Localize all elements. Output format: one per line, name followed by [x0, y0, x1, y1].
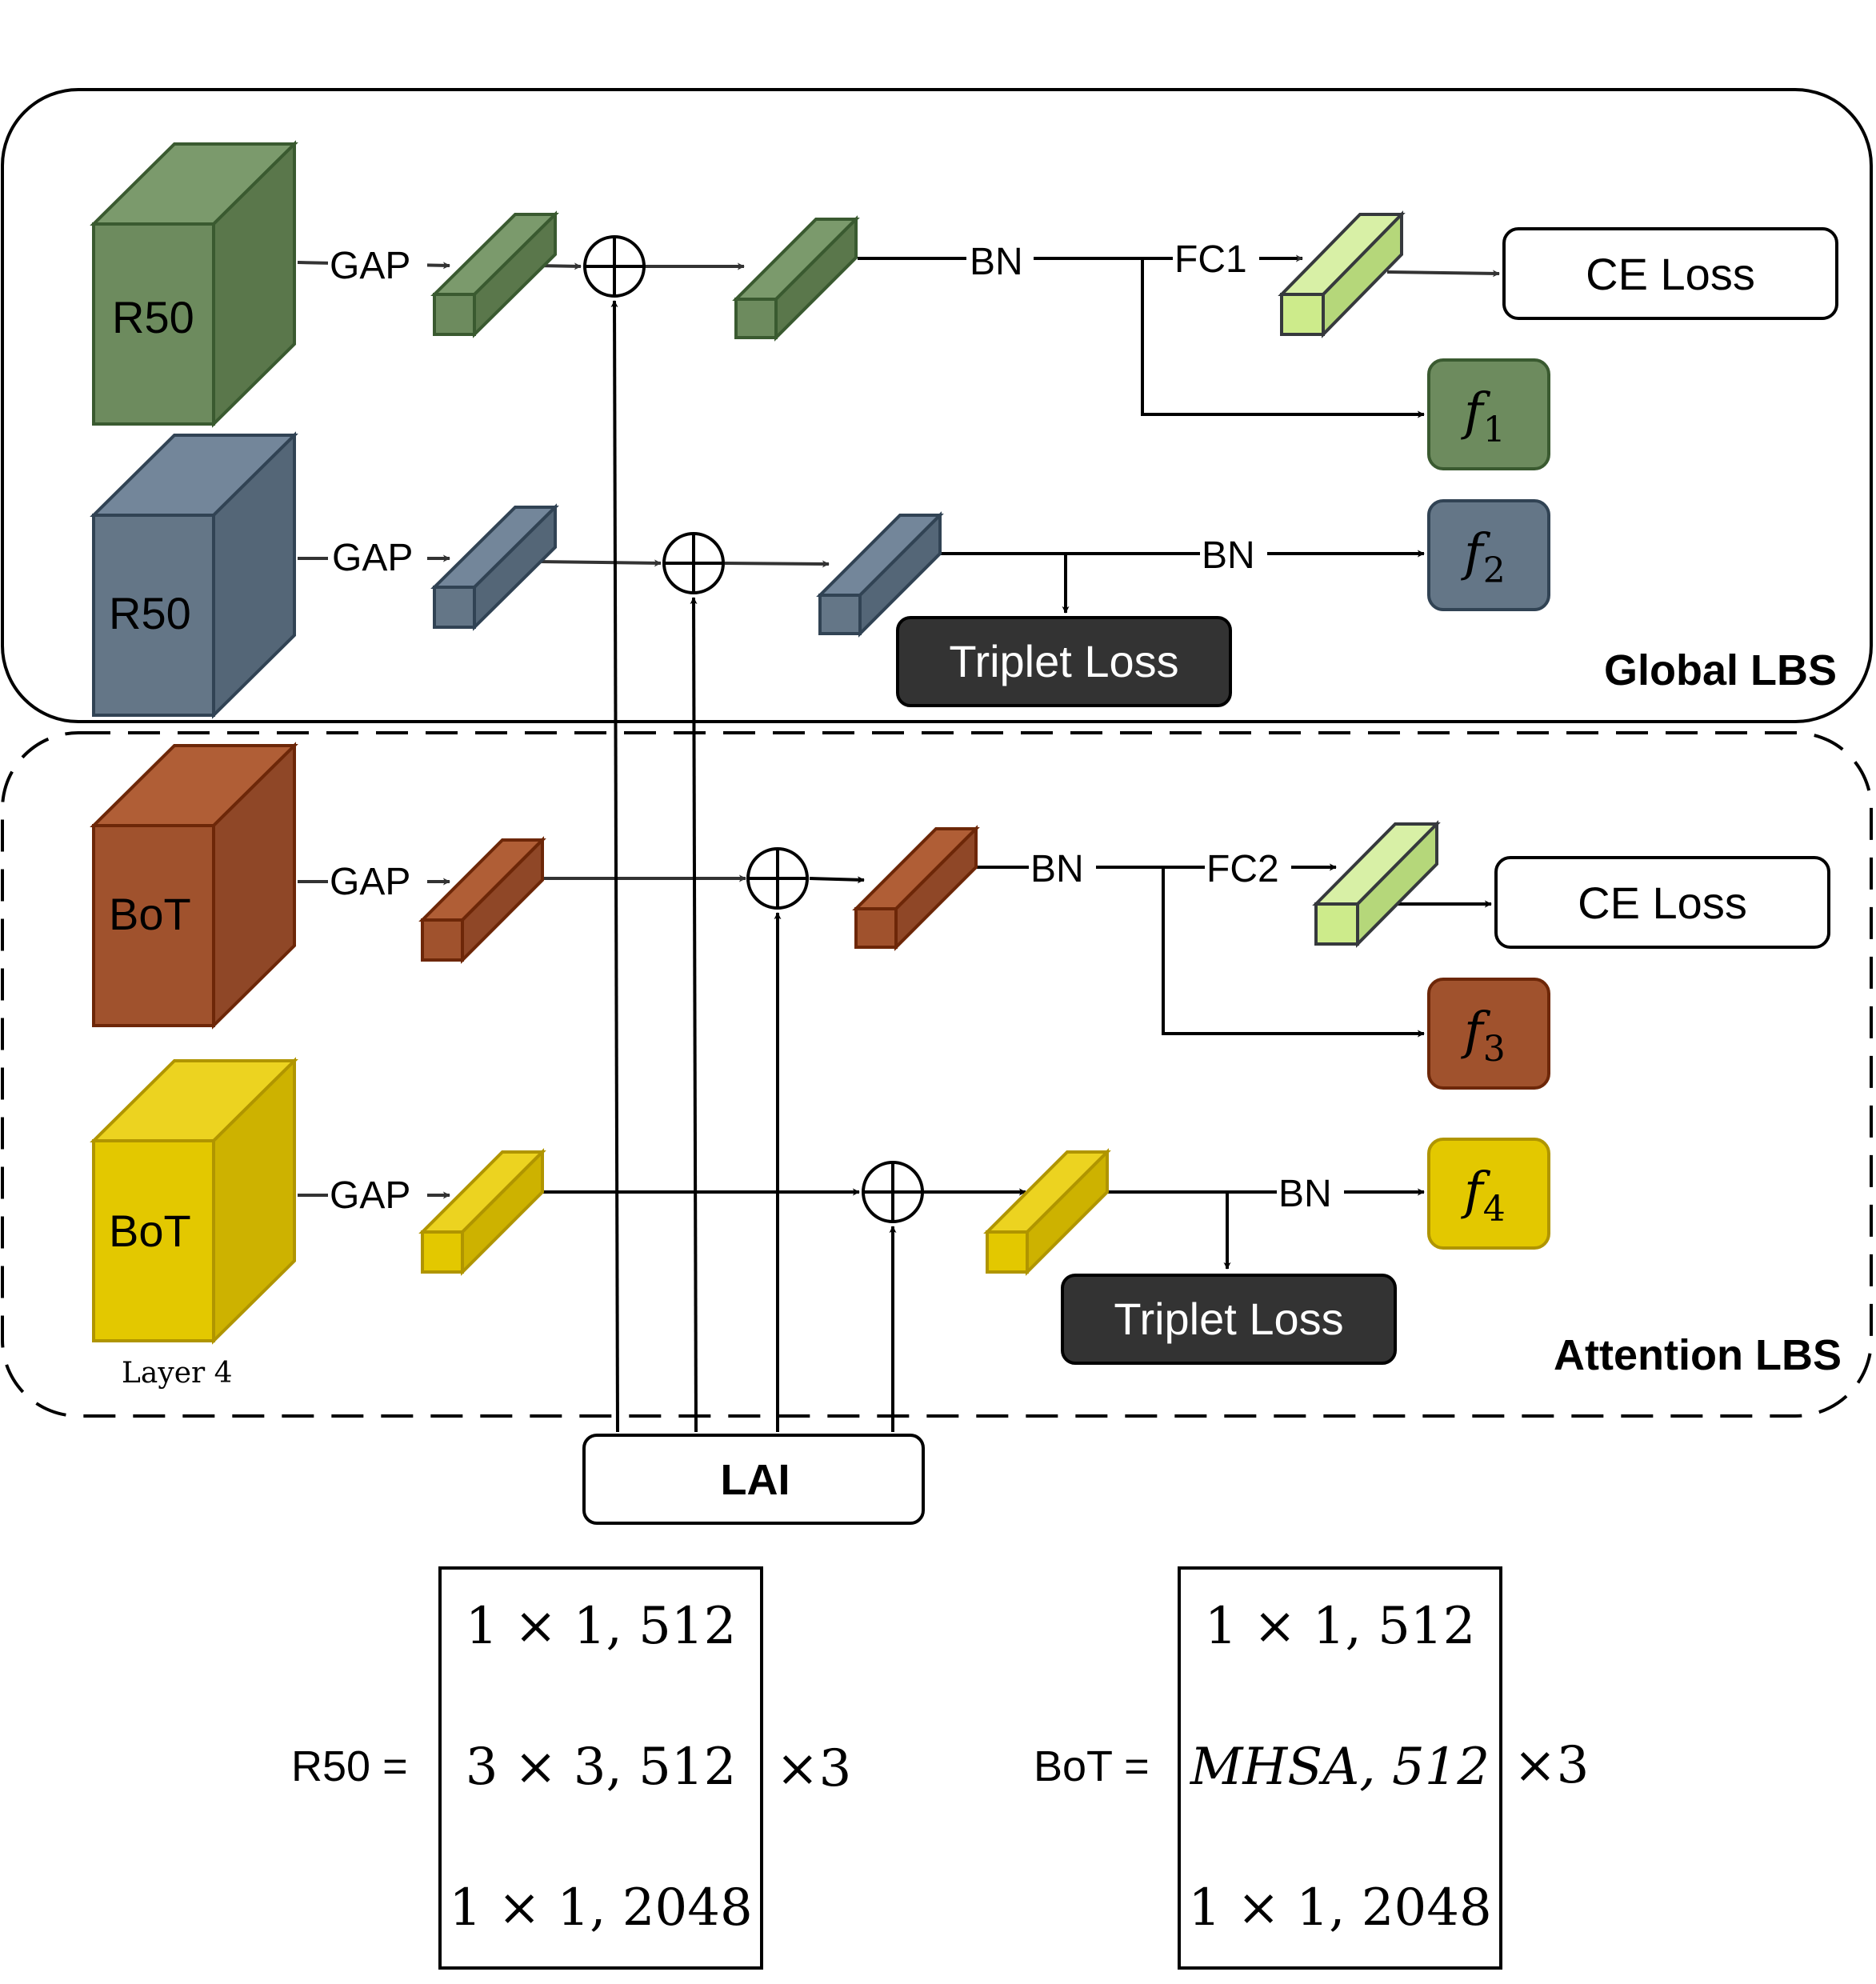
- gap-label-2: GAP: [332, 537, 413, 579]
- feature-f2: f2: [1427, 499, 1550, 611]
- r50-row-2: 3 × 3, 512: [466, 1738, 737, 1797]
- ce-loss-label-1: CE Loss: [1586, 249, 1755, 299]
- f3-subscript: 3: [1483, 1029, 1506, 1070]
- backbone-bot-rust: BoT: [90, 742, 298, 1030]
- r50-row-1: 1 × 1, 512: [466, 1597, 737, 1656]
- feature-fc1: [1278, 210, 1406, 338]
- bot-multiplier: ×3: [1514, 1736, 1589, 1795]
- triplet-loss-box-1: Triplet Loss: [896, 616, 1232, 707]
- svg-text:f1: f1: [1461, 382, 1506, 450]
- bn-label-4: BN: [1278, 1173, 1332, 1215]
- bot-row-2: MHSA, 512: [1190, 1738, 1490, 1797]
- triplet-loss-label-1: Triplet Loss: [949, 636, 1178, 686]
- edge-lai-to-sum2: [690, 597, 698, 1433]
- feature-green-1: [430, 210, 559, 338]
- f1-subscript: 1: [1483, 410, 1506, 450]
- layer-4-caption: Layer 4: [122, 1357, 233, 1390]
- fc2-label: FC2: [1206, 848, 1279, 890]
- edge-slate-feat-to-sum2: [537, 559, 662, 567]
- edge-lai-to-sum1: [610, 300, 619, 1433]
- backbone-bot-gold: BoT: [90, 1057, 298, 1345]
- backbone-r50-slate: R50: [90, 431, 298, 719]
- fc1-label: FC1: [1174, 238, 1247, 281]
- feature-rust-2: [852, 825, 980, 951]
- bn-label-3: BN: [1030, 848, 1084, 890]
- sum-node-3: [746, 847, 809, 910]
- bn-label-2: BN: [1202, 534, 1255, 577]
- edge-labels: GAP GAP GAP GAP BN BN BN BN FC1 FC2: [328, 235, 1344, 1217]
- bot-equation: BoT = 1 × 1, 512 MHSA, 512 1 × 1, 2048 ×…: [1034, 1566, 1589, 1970]
- edge-bn3-to-f3: [1162, 867, 1425, 1038]
- edge-fc1-to-ce1: [1386, 270, 1500, 278]
- feature-green-2: [732, 215, 860, 342]
- feature-f4: f4: [1427, 1138, 1550, 1250]
- triplet-loss-label-2: Triplet Loss: [1114, 1294, 1343, 1344]
- sum-node-2: [662, 532, 725, 594]
- backbone-r50-global: R50: [90, 140, 298, 428]
- bn-label-1: BN: [970, 241, 1023, 283]
- r50-multiplier: ×3: [776, 1739, 851, 1798]
- attention-lbs-label: Attention LBS: [1554, 1331, 1842, 1379]
- gap-label-4: GAP: [330, 1174, 410, 1217]
- global-lbs-container: [1, 88, 1873, 723]
- bot-row-1: 1 × 1, 512: [1205, 1597, 1476, 1656]
- gap-label-3: GAP: [330, 861, 410, 903]
- r50-global-label: R50: [112, 292, 194, 342]
- feature-slate-1: [430, 503, 559, 631]
- feature-gold-1: [418, 1148, 546, 1276]
- r50-slate-label: R50: [109, 588, 191, 638]
- feature-fc2: [1312, 820, 1441, 948]
- sum-node-1: [583, 235, 646, 298]
- attention-lbs-container: [1, 731, 1873, 1418]
- feature-gold-2: [983, 1148, 1111, 1276]
- bot-rust-label: BoT: [109, 889, 191, 939]
- bot-row-3: 1 × 1, 2048: [1188, 1878, 1491, 1938]
- sum-node-4: [862, 1161, 924, 1223]
- r50-equation-lhs: R50 =: [291, 1742, 408, 1790]
- global-lbs-label: Global LBS: [1604, 646, 1837, 694]
- triplet-loss-box-2: Triplet Loss: [1061, 1274, 1397, 1365]
- ce-loss-box-1: CE Loss: [1502, 227, 1838, 320]
- gap-label-1: GAP: [330, 245, 410, 287]
- feature-f3: f3: [1427, 978, 1550, 1090]
- feature-f1: f1: [1427, 358, 1550, 470]
- edge-bn1-to-f1: [1141, 258, 1425, 418]
- edge-sum3-to-rust2: [809, 876, 865, 884]
- r50-row-3: 1 × 1, 2048: [449, 1878, 752, 1938]
- feature-rust-1: [418, 836, 546, 964]
- lai-box: LAI: [582, 1434, 925, 1525]
- ce-loss-label-2: CE Loss: [1578, 878, 1747, 928]
- edge-sum2-to-slate2: [724, 560, 830, 568]
- ce-loss-box-2: CE Loss: [1494, 856, 1830, 949]
- bot-gold-label: BoT: [109, 1206, 191, 1256]
- r50-equation: R50 = 1 × 1, 512 3 × 3, 512 1 × 1, 2048 …: [291, 1566, 851, 1970]
- f2-subscript: 2: [1483, 550, 1506, 591]
- bot-equation-lhs: BoT =: [1034, 1742, 1150, 1790]
- svg-text:f2: f2: [1461, 523, 1506, 591]
- feature-slate-2: [816, 511, 944, 638]
- lai-label: LAI: [721, 1456, 790, 1504]
- f4-subscript: 4: [1483, 1189, 1506, 1230]
